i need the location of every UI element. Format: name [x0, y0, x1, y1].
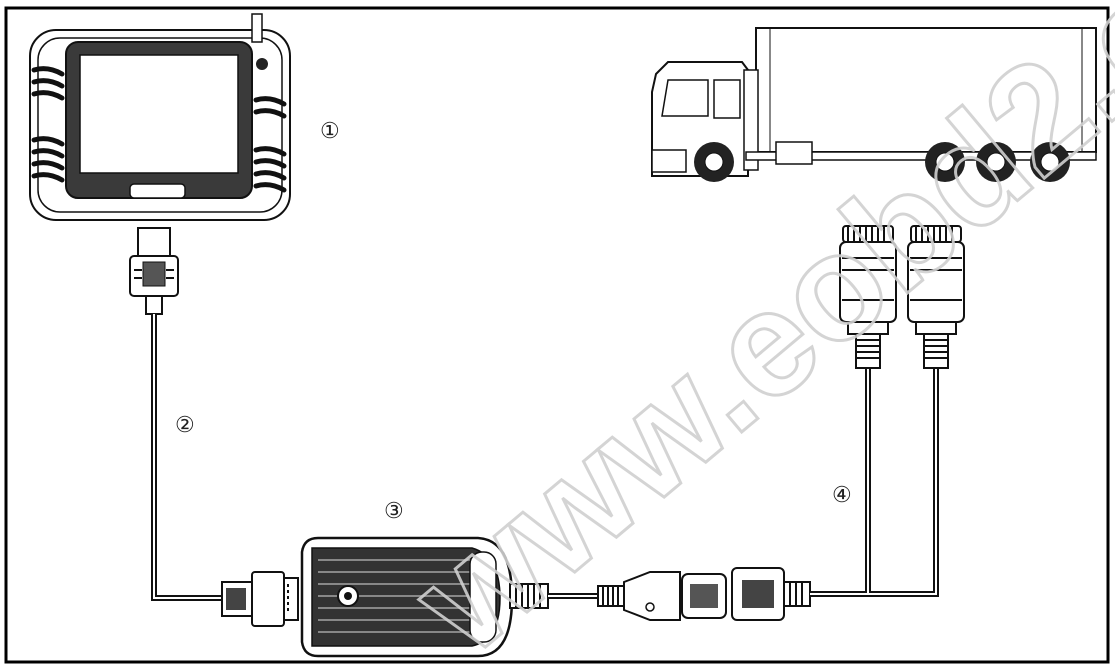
y-cable-obd-connector	[731, 567, 811, 621]
diagram-frame	[4, 6, 1110, 664]
adapter-box	[300, 536, 514, 658]
callout-cable: ②	[175, 413, 195, 438]
callout-truck-cable: ④	[832, 483, 852, 508]
adapter-output-cable	[509, 583, 625, 609]
y-cable	[810, 368, 939, 597]
truck	[651, 27, 1097, 182]
obd-male-connector	[623, 571, 727, 621]
truck-connector-right	[907, 225, 965, 369]
device-db-connector	[129, 227, 179, 315]
callout-adapter: ③	[384, 499, 404, 524]
truck-wheels	[694, 142, 1070, 182]
callout-device: ①	[320, 119, 340, 144]
device-screen	[79, 54, 239, 174]
main-cable	[151, 314, 222, 601]
diagnostic-device	[29, 13, 291, 221]
adapter-db-connector	[221, 571, 299, 627]
truck-connector-left	[839, 225, 897, 369]
